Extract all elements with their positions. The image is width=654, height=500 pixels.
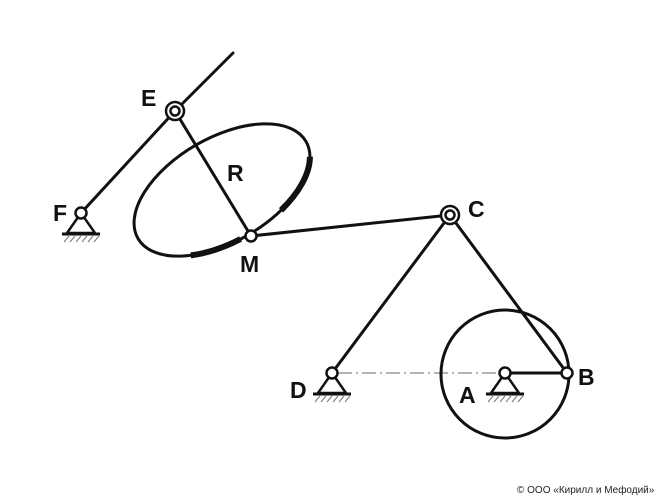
joint-B [560,366,574,380]
link-DC [330,213,452,375]
joint-F [74,206,88,220]
label-E: E [141,85,156,111]
joint-D [325,366,339,380]
label-R: R [227,160,244,186]
label-B: B [578,364,595,390]
link-FE [79,109,177,215]
label-A: A [459,382,476,408]
joint-E [169,105,181,117]
support-A [486,370,524,403]
link-CB [448,213,569,375]
support-D [313,370,351,403]
link-MC [249,213,452,238]
support-F [62,210,100,243]
joint-C [444,209,456,221]
copyright-text: © ООО «Кирилл и Мефодий» [517,484,654,496]
ellipse-thick-arc-bottom [190,236,242,259]
label-C: C [468,196,485,222]
label-F: F [53,200,67,226]
label-M: M [240,251,259,277]
joint-M [244,229,258,243]
label-D: D [290,377,307,403]
link-EM [173,109,253,238]
joint-A [498,366,512,380]
ellipse-thick-arc-right [278,156,313,213]
link-E-extension [173,51,235,113]
